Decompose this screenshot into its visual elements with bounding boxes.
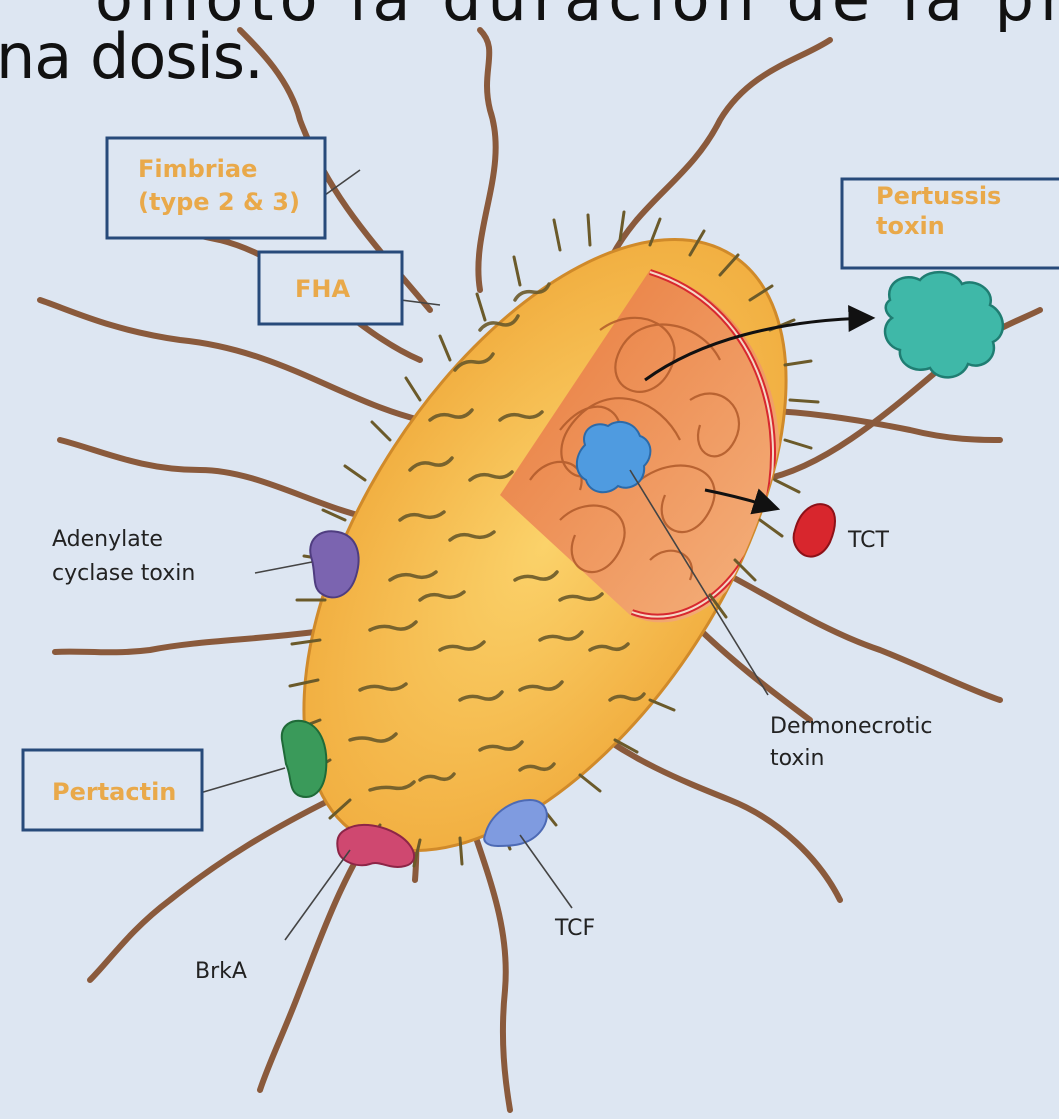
flagellum-right-mid — [690, 620, 810, 720]
fimbriae-label-line1: Fimbriae — [138, 155, 257, 183]
flagellum-left-mid — [60, 440, 380, 520]
flagellum-bottom — [470, 820, 510, 1110]
pertussis-label-line1: Pertussis — [876, 182, 1001, 210]
tcf-label: TCF — [554, 916, 595, 941]
brka-label: BrkA — [195, 959, 247, 984]
pertactin-blob — [282, 721, 327, 797]
adenylate-label-line2: cyclase toxin — [52, 561, 195, 586]
fimbriae-label-line2: (type 2 & 3) — [138, 188, 300, 216]
dermonecrotic-label-line1: Dermonecrotic — [770, 714, 932, 739]
tct-label: TCT — [847, 528, 890, 553]
pertussis-label-box: Pertussis toxin — [842, 179, 1059, 268]
pertussis-toxin-blob — [885, 272, 1003, 377]
fimbriae-label-box: Fimbriae (type 2 & 3) — [107, 138, 325, 238]
flagellum-far-left — [55, 630, 330, 652]
dermonecrotic-label-line2: toxin — [770, 746, 824, 771]
dermonecrotic-toxin-blob — [577, 422, 651, 492]
pertactin-label-box: Pertactin — [23, 750, 202, 830]
fha-label: FHA — [295, 275, 350, 303]
pertussis-label-line2: toxin — [876, 212, 945, 240]
flagellum-right-lower — [700, 560, 1000, 700]
tct-blob — [794, 504, 835, 556]
flagellum-top — [478, 30, 495, 290]
pertactin-label: Pertactin — [52, 778, 176, 806]
fha-label-box: FHA — [259, 252, 402, 324]
adenylate-label-line1: Adenylate — [52, 527, 163, 552]
flagellum-top-right — [610, 40, 830, 260]
adenylate-cyclase-toxin-blob — [310, 531, 358, 597]
